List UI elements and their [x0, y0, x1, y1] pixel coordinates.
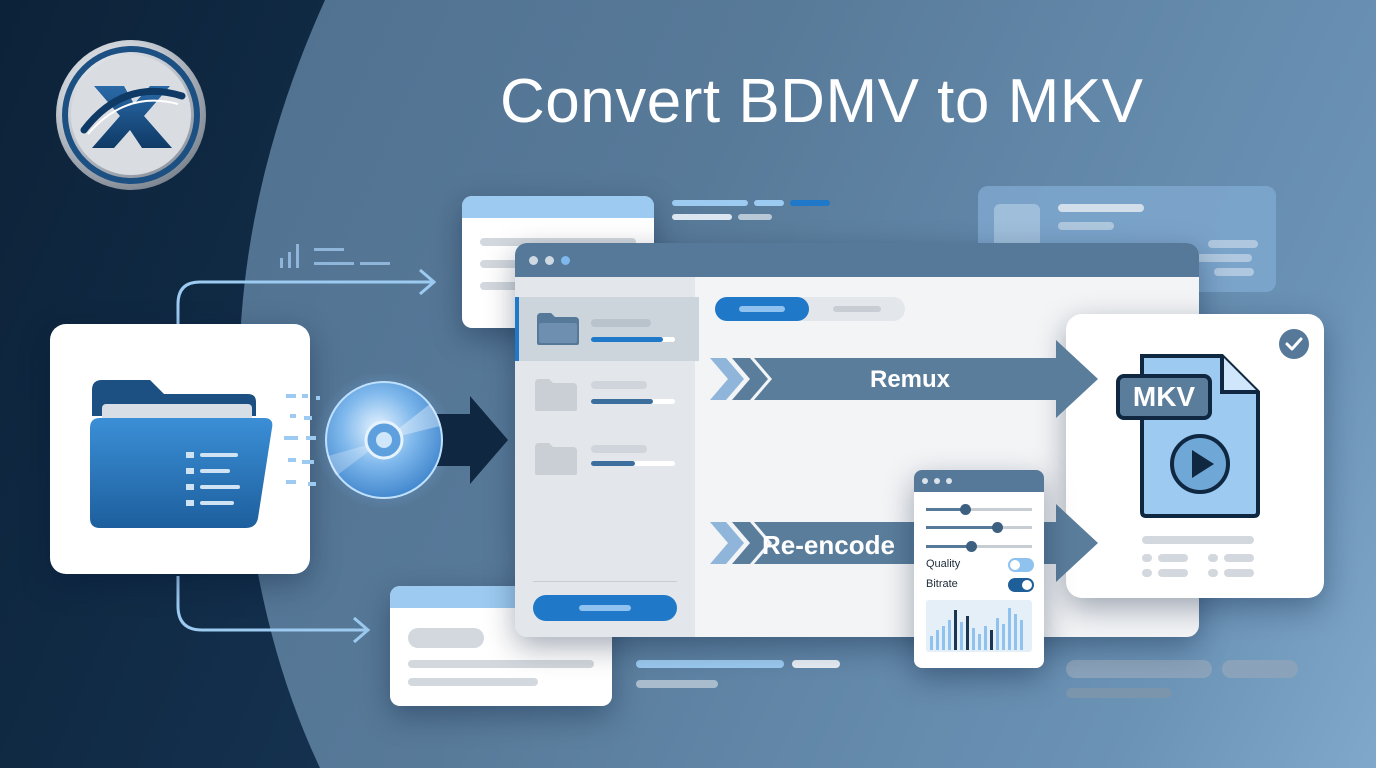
sidebar	[515, 277, 699, 637]
slider[interactable]	[926, 522, 1032, 533]
slider-handle[interactable]	[992, 522, 1003, 533]
sidebar-item[interactable]	[515, 363, 695, 427]
quality-toggle[interactable]	[1008, 558, 1034, 572]
slider-handle[interactable]	[966, 541, 977, 552]
folder-icon	[535, 379, 577, 411]
tab-active[interactable]	[715, 297, 809, 321]
bitrate-toggle[interactable]	[1008, 578, 1034, 592]
checkmark-icon	[1279, 329, 1309, 359]
folder-icon	[535, 443, 577, 475]
sidebar-item[interactable]	[515, 427, 695, 491]
flow-connectors	[176, 244, 437, 644]
slider[interactable]	[926, 541, 1032, 552]
page-title: Convert BDMV to MKV	[500, 67, 1144, 136]
window-control-dot[interactable]	[545, 256, 554, 265]
logo	[54, 38, 208, 192]
remux-arrow	[710, 340, 1098, 418]
window-titlebar	[515, 243, 1199, 277]
decor-lines-bottom	[636, 660, 846, 700]
bitrate-graph	[926, 600, 1032, 652]
source-folder-card	[50, 324, 310, 574]
decor-lines-top	[672, 200, 842, 230]
window-control-dot[interactable]	[561, 256, 570, 265]
sidebar-action-button[interactable]	[533, 595, 677, 621]
bitrate-label: Bitrate	[926, 578, 958, 590]
panel-titlebar	[914, 470, 1044, 492]
mkv-badge: MKV	[1116, 374, 1212, 420]
encode-settings-panel: Quality Bitrate	[914, 470, 1044, 668]
sidebar-item[interactable]	[515, 297, 699, 361]
mkv-label: MKV	[1132, 381, 1196, 412]
reencode-label: Re-encode	[762, 530, 895, 560]
tab-inactive[interactable]	[811, 297, 905, 321]
slider[interactable]	[926, 504, 1032, 515]
slider-handle[interactable]	[960, 504, 971, 515]
decor-lines-bottom-right	[1066, 660, 1306, 700]
remux-label: Remux	[870, 366, 951, 393]
folder-icon	[90, 380, 273, 528]
folder-icon	[537, 313, 579, 345]
output-file-card: MKV	[1066, 314, 1324, 598]
tab-bar	[715, 297, 905, 321]
quality-label: Quality	[926, 558, 961, 570]
x-logo-icon	[56, 40, 206, 190]
window-control-dot[interactable]	[529, 256, 538, 265]
blu-ray-disc-icon	[284, 374, 508, 510]
